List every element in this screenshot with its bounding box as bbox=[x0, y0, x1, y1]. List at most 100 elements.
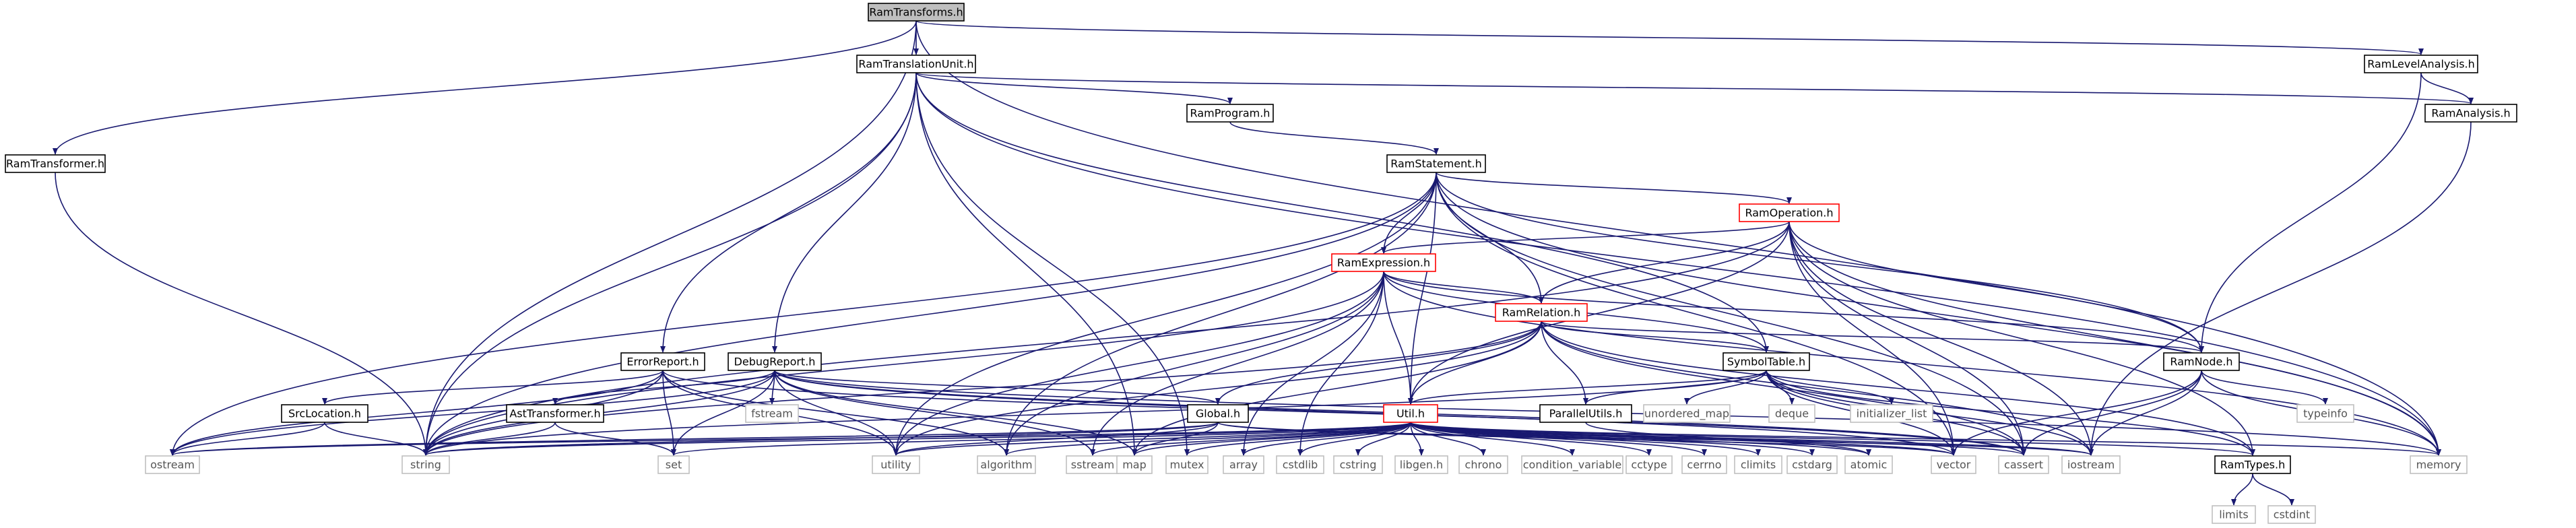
node-map: map bbox=[1116, 455, 1153, 474]
edge-RamStatement-to-algorithm bbox=[1004, 172, 1437, 456]
node-label: Global.h bbox=[1196, 407, 1240, 420]
node-vector: vector bbox=[1931, 455, 1976, 474]
node-label: cassert bbox=[2004, 459, 2043, 471]
edge-RamRelation-to-string bbox=[423, 321, 1542, 456]
node-unordered-map: unordered_map bbox=[1643, 404, 1731, 423]
node-label: RamStatement.h bbox=[1390, 158, 1482, 170]
node-box bbox=[868, 3, 965, 22]
edge-RamOperation-to-memory bbox=[1789, 221, 2441, 456]
node-ramprogram[interactable]: RamProgram.h bbox=[1186, 104, 1274, 123]
edge-RamStatement-to-string bbox=[423, 172, 1437, 456]
edge-Util-to-mutex bbox=[1184, 422, 1411, 456]
node-box bbox=[1187, 404, 1249, 423]
edge-DebugReport-to-ostream bbox=[170, 370, 775, 456]
node-box bbox=[1539, 404, 1632, 423]
edge-RamOperation-to-cassert bbox=[1789, 221, 2026, 456]
node-deque: deque bbox=[1768, 404, 1815, 423]
node-label: iostream bbox=[2067, 459, 2115, 471]
edge-RamTranslationUnit-to-memory bbox=[915, 72, 2441, 456]
node-ramexpression[interactable]: RamExpression.h bbox=[1331, 253, 1436, 272]
edge-SrcLocation-to-ostream bbox=[170, 422, 325, 456]
node-ramoperation[interactable]: RamOperation.h bbox=[1739, 203, 1840, 222]
node-label: SymbolTable.h bbox=[1727, 356, 1805, 368]
edge-RamExpression-to-Util bbox=[1383, 271, 1413, 405]
node-label: string bbox=[410, 459, 441, 471]
node-mutex: mutex bbox=[1165, 455, 1209, 474]
node-box bbox=[856, 55, 976, 73]
edge-RamStatement-to-cassert bbox=[1436, 172, 2026, 456]
node-ramtypes[interactable]: RamTypes.h bbox=[2214, 455, 2291, 474]
node-global[interactable]: Global.h bbox=[1187, 404, 1249, 423]
node-ramlevelanalysis[interactable]: RamLevelAnalysis.h bbox=[2364, 55, 2478, 73]
node-label: utility bbox=[880, 459, 911, 471]
edge-Util-to-algorithm bbox=[1004, 422, 1411, 456]
node-ramnode[interactable]: RamNode.h bbox=[2163, 352, 2240, 371]
node-box bbox=[1739, 203, 1840, 222]
node-box bbox=[5, 154, 106, 173]
node-label: map bbox=[1122, 459, 1147, 471]
node-asttransformer[interactable]: AstTransformer.h bbox=[506, 404, 604, 423]
node-label: array bbox=[1229, 459, 1258, 471]
node-box bbox=[2214, 455, 2291, 474]
edge-SymbolTable-to-Util bbox=[1408, 370, 1767, 405]
node-box bbox=[401, 455, 450, 474]
node-box bbox=[1386, 154, 1486, 173]
node-label: RamOperation.h bbox=[1745, 207, 1833, 220]
node-box bbox=[1681, 455, 1727, 474]
node-box bbox=[1643, 404, 1731, 423]
edge-RamNode-to-iostream bbox=[2088, 370, 2202, 456]
node-parallelutils[interactable]: ParallelUtils.h bbox=[1539, 404, 1632, 423]
node-debugreport[interactable]: DebugReport.h bbox=[728, 352, 822, 371]
node-ramtransformer[interactable]: RamTransformer.h bbox=[5, 154, 106, 173]
node-label: climits bbox=[1741, 459, 1776, 471]
node-label: RamRelation.h bbox=[1502, 306, 1581, 319]
node-climits: climits bbox=[1734, 455, 1782, 474]
node-ramstatement[interactable]: RamStatement.h bbox=[1386, 154, 1486, 173]
node-set: set bbox=[657, 455, 690, 474]
edge-ParallelUtils-to-atomic bbox=[1585, 422, 1871, 456]
node-label: cstring bbox=[1340, 459, 1377, 471]
node-ramtransforms[interactable]: RamTransforms.h bbox=[868, 3, 965, 22]
edge-Util-to-array bbox=[1241, 422, 1411, 456]
node-cstring: cstring bbox=[1333, 455, 1383, 474]
edge-RamOperation-to-vector bbox=[1789, 221, 1956, 456]
edge-Util-to-RamTypes bbox=[1410, 422, 2255, 456]
edge-RamNode-to-typeinfo bbox=[2201, 370, 2328, 405]
node-label: ErrorReport.h bbox=[626, 356, 699, 368]
node-label: RamLevelAnalysis.h bbox=[2367, 58, 2475, 71]
node-ramtranslationunit[interactable]: RamTranslationUnit.h bbox=[856, 55, 976, 73]
dependency-edges bbox=[53, 20, 2474, 506]
edge-AstTransformer-to-string bbox=[423, 422, 556, 456]
node-atomic: atomic bbox=[1844, 455, 1893, 474]
edge-DebugReport-to-utility bbox=[774, 370, 899, 456]
node-util[interactable]: Util.h bbox=[1383, 404, 1438, 423]
node-label: algorithm bbox=[980, 459, 1032, 471]
edge-RamRelation-to-Global bbox=[1215, 321, 1542, 405]
node-box bbox=[1734, 455, 1782, 474]
edge-RamRelation-to-cassert bbox=[1541, 321, 2026, 456]
node-ramanalysis[interactable]: RamAnalysis.h bbox=[2424, 104, 2517, 123]
node-cctype: cctype bbox=[1625, 455, 1673, 474]
node-box bbox=[1394, 455, 1448, 474]
edge-DebugReport-to-AstTransformer bbox=[552, 370, 775, 405]
edge-RamTranslationUnit-to-map bbox=[915, 72, 1137, 456]
node-label: vector bbox=[1937, 459, 1971, 471]
node-label: memory bbox=[2416, 459, 2461, 471]
node-label: unordered_map bbox=[1644, 407, 1729, 421]
node-box bbox=[1223, 455, 1264, 474]
edge-RamOperation-to-RamExpression bbox=[1381, 221, 1790, 254]
node-errorreport[interactable]: ErrorReport.h bbox=[620, 352, 705, 371]
node-box bbox=[728, 352, 822, 371]
edge-RamExpression-to-string bbox=[423, 271, 1384, 456]
node-symboltable[interactable]: SymbolTable.h bbox=[1722, 352, 1810, 371]
node-box bbox=[1931, 455, 1976, 474]
node-ramrelation[interactable]: RamRelation.h bbox=[1495, 303, 1588, 322]
edge-RamTransforms-to-memory bbox=[915, 20, 2441, 456]
node-label: ParallelUtils.h bbox=[1549, 407, 1623, 420]
edge-RamProgram-to-RamStatement bbox=[1229, 121, 1439, 155]
node-srclocation[interactable]: SrcLocation.h bbox=[281, 404, 368, 423]
edge-RamExpression-to-utility bbox=[893, 271, 1384, 456]
edge-RamTranslationUnit-to-RamProgram bbox=[915, 72, 1233, 104]
node-label: RamNode.h bbox=[2170, 356, 2232, 368]
